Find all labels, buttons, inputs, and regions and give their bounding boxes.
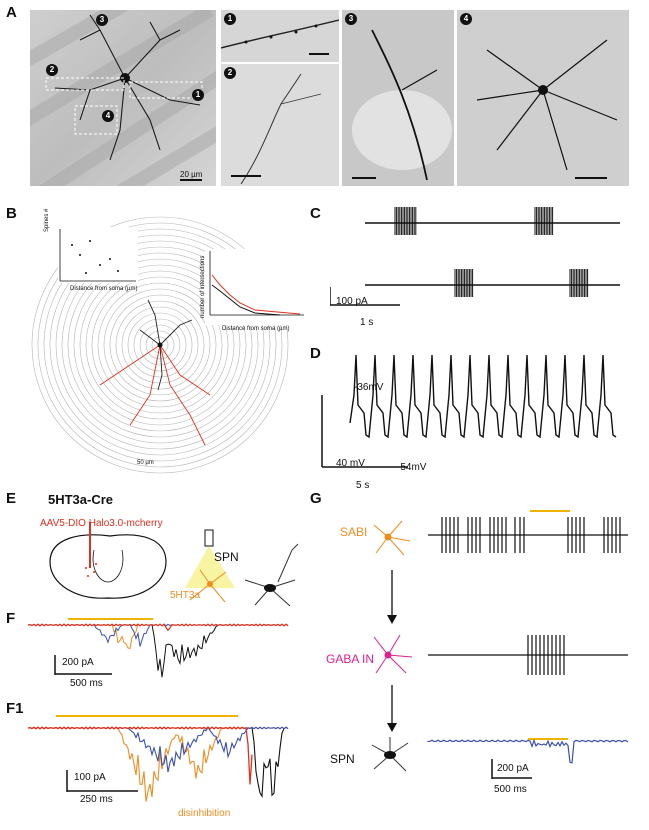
d-annotation-1: -36mV — [354, 382, 384, 393]
g-scale-y: 200 pA — [497, 763, 529, 774]
e-mouse-line: 5HT3a-Cre — [48, 492, 114, 507]
micrograph-site-3: 3 — [342, 10, 454, 186]
micrograph-site-1: 1 — [221, 10, 339, 62]
panel-label-c: C — [310, 205, 321, 222]
panel-label-f1: F1 — [6, 700, 24, 717]
site-badge-3: 3 — [96, 14, 108, 26]
panel-label-d: D — [310, 345, 321, 362]
inset1-ylabel: Spines # — [44, 208, 50, 232]
e-cell-spn: SPN — [214, 550, 239, 564]
panel-label-a: A — [6, 4, 17, 21]
trace-c — [330, 207, 620, 306]
trace-f — [28, 618, 289, 678]
site-badge-1-inset: 1 — [224, 13, 236, 25]
panel-label-e: E — [6, 490, 17, 507]
e-schematic — [49, 522, 299, 607]
g-cell-gaba-in: GABA IN — [326, 652, 375, 666]
micrograph-main: 3 2 1 4 20 µm — [30, 10, 216, 186]
site-badge-4: 4 — [102, 110, 114, 122]
d-annotation-2: -54mV — [397, 462, 427, 473]
f1-scale — [66, 770, 138, 792]
f-scale-y: 200 pA — [62, 657, 94, 668]
trace-d — [321, 354, 617, 468]
scale-bar-a: 20 µm — [180, 170, 203, 179]
micrograph-site-2: 2 — [221, 64, 339, 186]
site-badge-3-inset: 3 — [345, 13, 357, 25]
e-cell-5ht3a: 5HT3a — [170, 590, 201, 601]
scale-bar-b: 50 µm — [137, 460, 154, 466]
micrograph-site-4: 4 — [457, 10, 629, 186]
c-scale-y: 100 pA — [336, 296, 368, 307]
inset1-xlabel: Distance from soma (µm) — [70, 286, 138, 292]
panel-label-b: B — [6, 205, 17, 222]
inset2-xlabel: Distance from soma (µm) — [222, 326, 290, 332]
f1-scale-x: 250 ms — [80, 794, 113, 805]
panel-label-g: G — [310, 490, 322, 507]
g-cell-sabi: SABI — [340, 525, 368, 539]
trace-f1 — [28, 715, 289, 802]
g-cell-spn: SPN — [330, 752, 355, 766]
sholl-analysis-figure — [31, 216, 305, 474]
inset2-ylabel: number of intersections — [200, 255, 206, 318]
site-badge-2-inset: 2 — [224, 67, 236, 79]
f1-scale-y: 100 pA — [74, 772, 106, 783]
site-badge-1: 1 — [192, 89, 204, 101]
g-schematic — [371, 510, 629, 779]
panel-label-f: F — [6, 610, 16, 627]
f-scale-x: 500 ms — [70, 678, 103, 689]
f-scale — [54, 655, 112, 675]
site-badge-4-inset: 4 — [460, 13, 472, 25]
f1-disinhibition-label: disinhibition — [178, 808, 231, 819]
g-scale-x: 500 ms — [494, 784, 527, 795]
e-virus: AAV5-DIO Halo3.0-mcherry — [40, 518, 163, 529]
d-scale-y: 40 mV — [336, 458, 365, 469]
c-scale-x: 1 s — [360, 317, 374, 328]
d-scale-x: 5 s — [356, 480, 370, 491]
site-badge-2: 2 — [46, 64, 58, 76]
